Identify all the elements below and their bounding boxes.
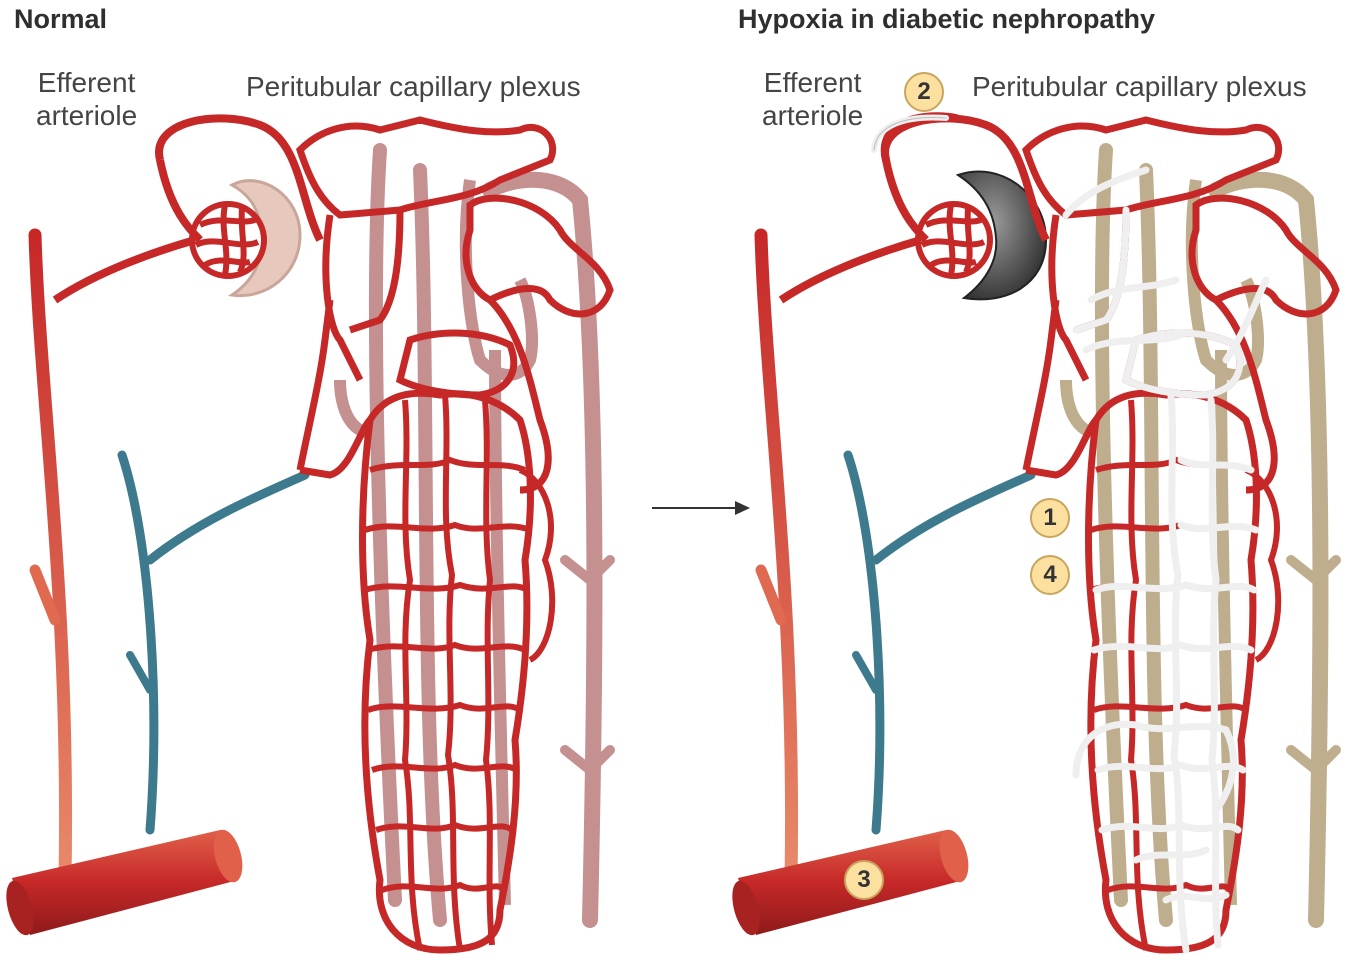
marker-4: 4 (1030, 555, 1070, 595)
marker-3: 3 (844, 860, 884, 900)
marker-1: 1 (1030, 498, 1070, 538)
interlobular-artery-hypoxia (761, 235, 792, 880)
interlobular-artery (35, 235, 66, 880)
renal-vessel (1, 827, 247, 939)
normal-panel (1, 118, 610, 950)
glomerulus-hypoxia (918, 204, 990, 276)
vein-hypoxia (848, 455, 880, 830)
hypoxia-panel (727, 116, 1336, 950)
marker-2: 2 (904, 72, 944, 112)
arrow-right-icon (652, 501, 750, 515)
glomerulus (192, 204, 264, 276)
vein (122, 455, 154, 830)
